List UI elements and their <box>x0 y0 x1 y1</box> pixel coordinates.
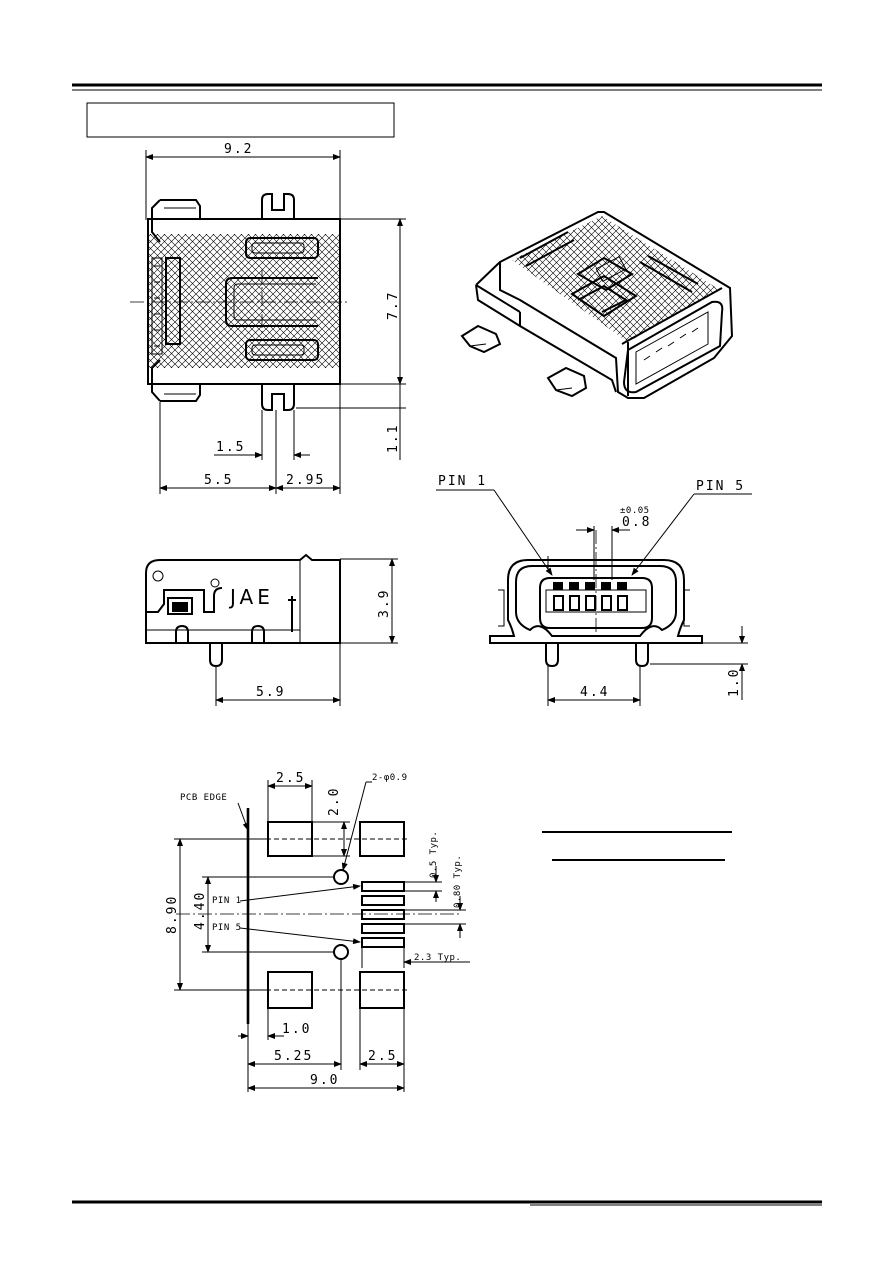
dim-inner: 4.40 <box>193 891 208 930</box>
dim-side-depth: 5.9 <box>256 685 285 700</box>
dim-pitch-a: 1.5 <box>216 440 245 455</box>
dim-outer: 8.90 <box>165 895 180 934</box>
top-view-dims <box>145 150 406 494</box>
dim-signal-pitch: 0.80 Typ. <box>453 855 463 908</box>
pcb-layout-dims <box>174 780 470 1092</box>
layout-pin1-label: PIN 1 <box>212 896 242 906</box>
dim-total: 9.0 <box>310 1073 339 1088</box>
front-view <box>489 530 703 668</box>
layout-pin5-label: PIN 5 <box>212 923 242 933</box>
dim-right-pad: 2.5 <box>368 1049 397 1064</box>
dim-holes: 2-φ0.9 <box>372 773 408 783</box>
front-view-dims <box>436 489 752 706</box>
pcb-layout <box>176 802 460 1024</box>
isometric-view <box>460 211 734 399</box>
dim-pos-b: 2.95 <box>286 473 325 488</box>
dim-side-height: 3.9 <box>377 589 392 618</box>
dim-width: 9.2 <box>224 142 253 157</box>
dim-tab: 1.1 <box>386 424 401 453</box>
pcb-edge-label: PCB EDGE <box>180 793 227 803</box>
footer-rule <box>72 1200 822 1206</box>
dim-height: 7.7 <box>386 291 401 320</box>
dim-pad-height: 2.0 <box>327 787 342 816</box>
dim-signal-len: 2.3 Typ. <box>414 953 461 963</box>
dim-pos-a: 5.5 <box>204 473 233 488</box>
front-pin1-label: PIN 1 <box>438 474 487 489</box>
dim-span: 4.4 <box>580 685 609 700</box>
dim-pad-width: 2.5 <box>276 771 305 786</box>
header-rule <box>72 83 822 91</box>
dim-signal-pad-w: 0.5 Typ. <box>429 831 439 878</box>
dim-edge-offset: 1.0 <box>282 1022 311 1037</box>
side-view <box>145 553 341 668</box>
front-pin5-label: PIN 5 <box>696 479 745 494</box>
brand-label: JAE <box>228 585 274 609</box>
top-view <box>130 193 350 411</box>
dim-to-hole: 5.25 <box>274 1049 313 1064</box>
title-box <box>86 102 395 138</box>
side-view-dims <box>215 558 398 706</box>
dim-tolerance: ±0.05 <box>620 506 650 516</box>
dim-standoff: 1.0 <box>727 668 742 697</box>
dim-pitch: 0.8 <box>622 515 651 530</box>
